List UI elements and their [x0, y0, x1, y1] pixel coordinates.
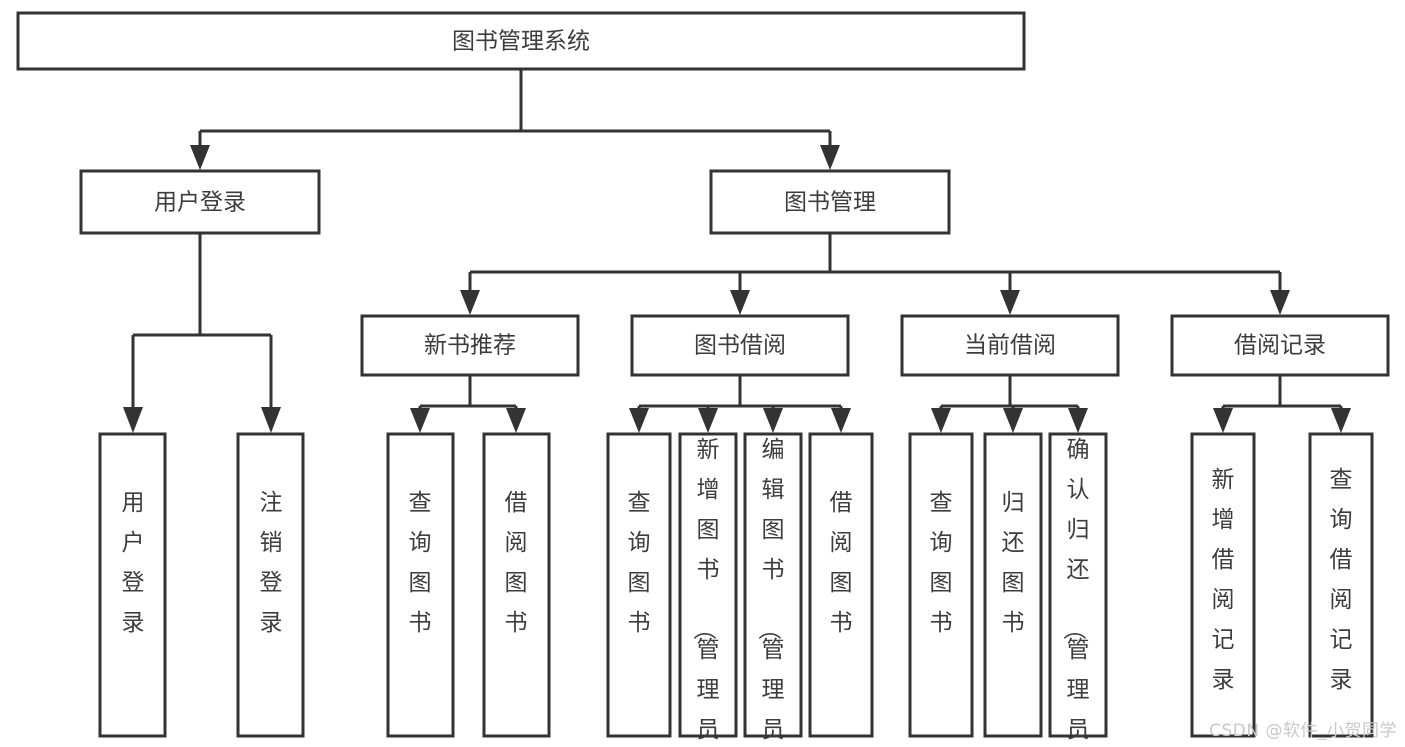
leaf-br-query-record-label: 查询借阅记录 [1330, 467, 1353, 693]
arrow-head-user-login-leaf [123, 407, 143, 433]
leaf-bb-borrow-book[interactable]: 借阅图书 [808, 432, 874, 738]
leaf-br-add-record[interactable]: 新增借阅记录 [1190, 432, 1256, 738]
leaf-cb-confirm-return[interactable]: 确认归还（管理员） [1048, 432, 1108, 747]
connector-new-book-recommend-branch [418, 375, 518, 412]
arrow-head-user-logout-leaf [261, 407, 281, 433]
arrow-head-new-book-recommend [460, 290, 480, 315]
node-book-borrow[interactable]: 图书借阅 [630, 314, 850, 377]
csdn-watermark: CSDN @软件_小贺同学 [1209, 721, 1397, 741]
arrow-head-borrow-record [1270, 290, 1290, 315]
arrow-head-book-borrow [730, 290, 750, 315]
leaf-br-query-record[interactable]: 查询借阅记录 [1308, 432, 1374, 738]
leaf-bb-edit-book[interactable]: 编辑图书（管理员） [743, 432, 803, 747]
leaf-user-login[interactable]: 用户登录 [98, 432, 167, 738]
leaf-nbr-query-book-box[interactable] [386, 432, 455, 738]
leaf-bb-query-book-box[interactable] [606, 432, 672, 738]
leaf-user-login-box[interactable] [98, 432, 167, 738]
leaf-bb-query-book[interactable]: 查询图书 [606, 432, 672, 738]
node-borrow-record-label: 借阅记录 [1234, 333, 1326, 359]
node-new-book-recommend-label: 新书推荐 [424, 333, 516, 359]
leaf-bb-edit-book-box[interactable] [743, 432, 803, 738]
leaf-nbr-borrow-book[interactable]: 借阅图书 [482, 432, 551, 738]
leaf-bb-edit-book-label: 编辑图书（管理员） [756, 437, 785, 747]
leaf-nbr-query-book[interactable]: 查询图书 [386, 432, 455, 738]
node-user-login[interactable]: 用户登录 [79, 169, 321, 235]
connector-root-trunk [198, 69, 832, 148]
leaf-br-add-record-box[interactable] [1190, 432, 1256, 738]
leaf-bb-add-book-box[interactable] [678, 432, 738, 738]
node-book-borrow-box[interactable] [630, 314, 850, 377]
arrow-head-br-add-record [1213, 408, 1233, 433]
connector-borrow-record-branch [1221, 375, 1343, 412]
leaf-cb-confirm-return-box[interactable] [1048, 432, 1108, 738]
leaf-nbr-borrow-book-box[interactable] [482, 432, 551, 738]
leaf-user-login-label: 用户登录 [122, 490, 145, 636]
arrow-head-current-borrow [1000, 290, 1020, 315]
leaf-cb-return-book[interactable]: 归还图书 [983, 432, 1043, 738]
leaf-user-logout-box[interactable] [236, 432, 305, 738]
node-root[interactable]: 图书管理系统 [16, 11, 1026, 71]
arrow-head-user-login [190, 145, 210, 170]
leaf-user-logout-label: 注销登录 [260, 490, 283, 636]
leaf-bb-add-book-label: 新增图书（管理员） [691, 437, 720, 747]
leaf-bb-borrow-book-label: 借阅图书 [830, 490, 853, 636]
node-new-book-recommend-box[interactable] [360, 314, 580, 377]
arrow-head-cb-query-book [931, 408, 951, 433]
node-book-management-label: 图书管理 [784, 190, 876, 216]
node-root-box[interactable] [16, 11, 1026, 71]
node-book-management[interactable]: 图书管理 [709, 169, 951, 235]
node-user-login-box[interactable] [79, 169, 321, 235]
leaf-cb-return-book-box[interactable] [983, 432, 1043, 738]
connector-layer [123, 69, 1351, 433]
node-current-borrow-box[interactable] [900, 314, 1120, 377]
node-book-management-box[interactable] [709, 169, 951, 235]
arrow-head-nbr-borrow-book [506, 408, 526, 433]
leaf-cb-query-book-label: 查询图书 [930, 490, 953, 636]
leaf-cb-confirm-return-label: 确认归还（管理员） [1061, 437, 1090, 747]
node-new-book-recommend[interactable]: 新书推荐 [360, 314, 580, 377]
connector-book-management-branch [468, 233, 1282, 293]
arrow-head-cb-confirm-return [1068, 408, 1088, 433]
arrow-head-bb-add-book [698, 408, 718, 433]
leaf-cb-query-book[interactable]: 查询图书 [908, 432, 974, 738]
node-borrow-record[interactable]: 借阅记录 [1170, 314, 1390, 377]
leaf-nbr-query-book-label: 查询图书 [409, 490, 432, 636]
node-user-login-label: 用户登录 [154, 190, 246, 216]
arrow-head-book-management [820, 145, 840, 170]
leaf-nbr-borrow-book-label: 借阅图书 [505, 490, 528, 636]
arrow-head-bb-borrow-book [831, 408, 851, 433]
connector-user-login-branch [131, 233, 273, 410]
arrow-head-cb-return-book [1003, 408, 1023, 433]
arrow-head-br-query-record [1331, 408, 1351, 433]
leaf-br-query-record-box[interactable] [1308, 432, 1374, 738]
connector-book-borrow-branch [637, 375, 843, 412]
leaf-bb-borrow-book-box[interactable] [808, 432, 874, 738]
leaf-cb-return-book-label: 归还图书 [1002, 490, 1025, 636]
connector-current-borrow-branch [939, 375, 1080, 412]
node-current-borrow-label: 当前借阅 [964, 333, 1056, 359]
node-book-borrow-label: 图书借阅 [694, 333, 786, 359]
leaf-bb-add-book[interactable]: 新增图书（管理员） [678, 432, 738, 747]
leaf-cb-query-book-box[interactable] [908, 432, 974, 738]
leaf-bb-query-book-label: 查询图书 [628, 490, 651, 636]
leaf-br-add-record-label: 新增借阅记录 [1212, 467, 1235, 693]
arrow-head-bb-query-book [629, 408, 649, 433]
node-borrow-record-box[interactable] [1170, 314, 1390, 377]
node-current-borrow[interactable]: 当前借阅 [900, 314, 1120, 377]
arrow-head-bb-edit-book [763, 408, 783, 433]
leaf-user-logout[interactable]: 注销登录 [236, 432, 305, 738]
arrow-head-nbr-query-book [410, 408, 430, 433]
node-root-label: 图书管理系统 [452, 29, 590, 55]
